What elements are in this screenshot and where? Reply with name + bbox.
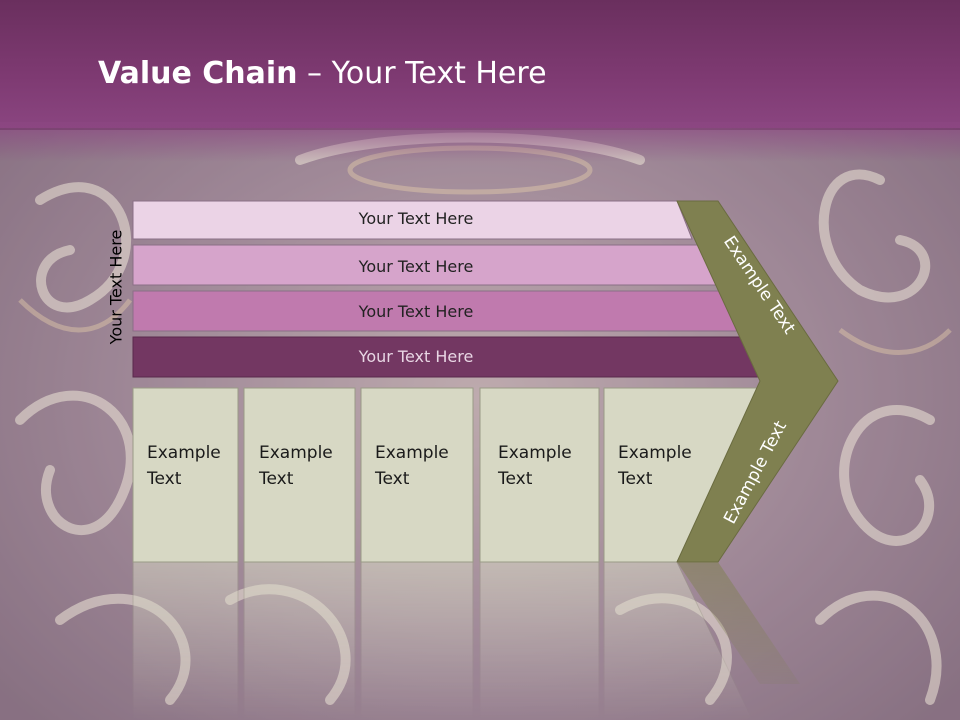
- box-5-line1: Example: [618, 443, 692, 463]
- title-rest: – Your Text Here: [297, 56, 547, 91]
- box-1[interactable]: [132, 387, 239, 563]
- page-title: Value Chain – Your Text Here: [98, 54, 547, 94]
- box-2-line2: Text: [258, 469, 294, 489]
- bar-2-label: Your Text Here: [358, 257, 474, 276]
- box-4[interactable]: [479, 387, 600, 563]
- diagram-reflection: [132, 561, 800, 720]
- box-4-line1: Example: [498, 443, 572, 463]
- bar-1-label: Your Text Here: [358, 209, 474, 228]
- box-1-line2: Text: [146, 469, 182, 489]
- bar-1[interactable]: [132, 200, 693, 240]
- bar-4-label: Your Text Here: [358, 347, 474, 366]
- box-5-line2: Text: [617, 469, 653, 489]
- title-band-fade: [0, 122, 960, 162]
- box-2-line1: Example: [259, 443, 333, 463]
- box-3[interactable]: [360, 387, 474, 563]
- bar-3-label: Your Text Here: [358, 302, 474, 321]
- title-bold: Value Chain: [98, 56, 298, 91]
- box-1-line1: Example: [147, 443, 221, 463]
- title-band: [0, 0, 960, 128]
- box-3-line1: Example: [375, 443, 449, 463]
- box-3-line2: Text: [374, 469, 410, 489]
- box-4-line2: Text: [497, 469, 533, 489]
- box-2[interactable]: [243, 387, 356, 563]
